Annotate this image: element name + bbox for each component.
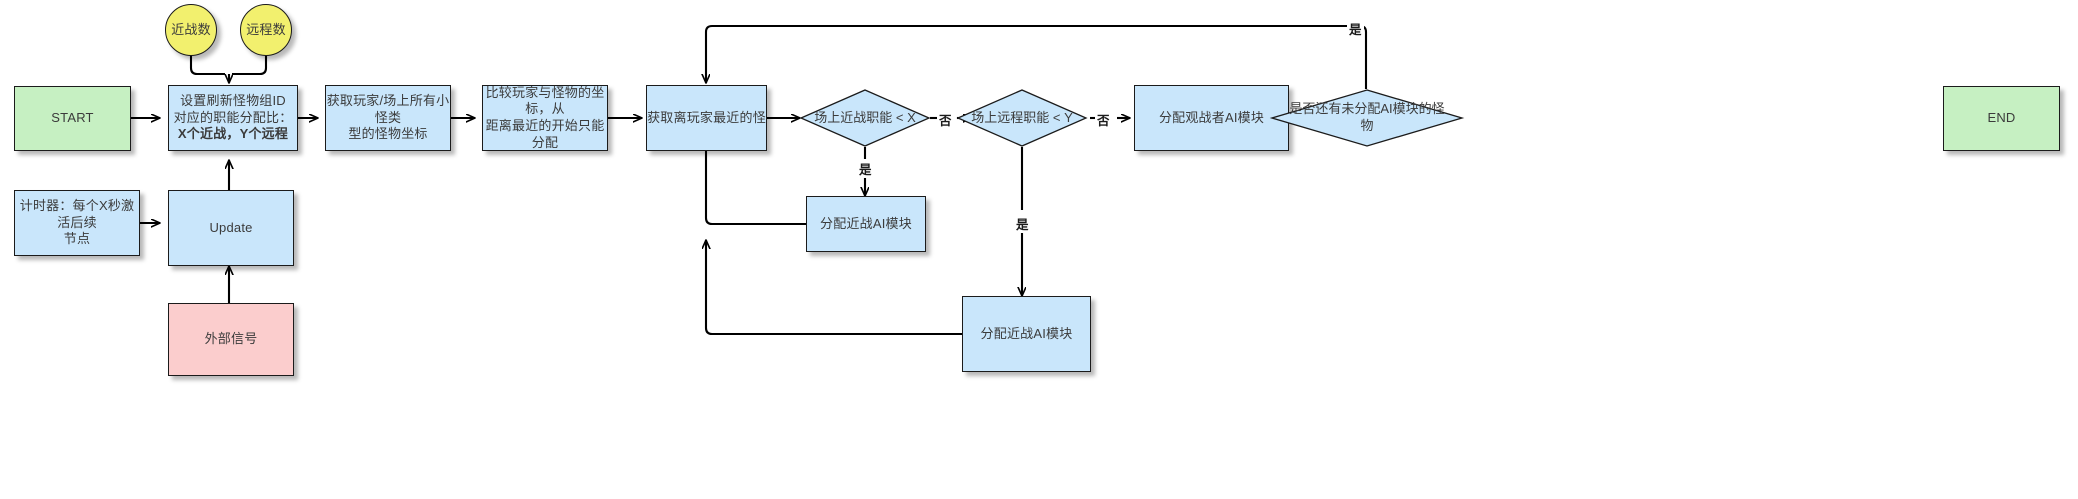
node-check-ranged[interactable]: 场上远程职能 < Y	[956, 89, 1088, 147]
node-assign-melee-lower[interactable]: 分配近战AI模块	[962, 296, 1091, 372]
node-timer[interactable]: 计时器：每个X秒激活后续 节点	[14, 190, 140, 256]
node-set-ratio-line1: 设置刷新怪物组ID	[180, 93, 286, 109]
node-ranged-count[interactable]: 远程数	[240, 4, 292, 56]
node-ranged-count-label: 远程数	[246, 21, 286, 37]
node-external-signal[interactable]: 外部信号	[168, 303, 294, 376]
node-get-coords[interactable]: 获取玩家/场上所有小怪类 型的怪物坐标	[325, 85, 451, 151]
node-set-ratio-line3: X个近战，Y个远程	[177, 126, 289, 142]
edge-label-melee-yes: 是	[857, 159, 874, 178]
node-check-remaining[interactable]: 是否还有未分配AI模块的怪 物	[1269, 89, 1465, 147]
node-start-label: START	[51, 110, 94, 126]
node-assign-spectator[interactable]: 分配观战者AI模块	[1134, 85, 1289, 151]
edge-label-ranged-yes: 是	[1014, 214, 1031, 233]
wire-assign-melee-lower-loopback	[706, 240, 962, 336]
node-set-ratio-text: 设置刷新怪物组ID 对应的职能分配比： X个近战，Y个远程	[174, 93, 293, 143]
node-get-coords-line2: 型的怪物坐标	[348, 126, 428, 142]
node-compare-coords-line1: 比较玩家与怪物的坐标，从	[485, 84, 605, 117]
node-assign-melee-upper-label: 分配近战AI模块	[820, 215, 912, 231]
node-assign-melee-lower-label: 分配近战AI模块	[980, 325, 1073, 341]
edge-label-melee-no: 否	[937, 110, 954, 129]
node-compare-coords-line2: 距离最近的开始只能分配	[485, 118, 605, 150]
node-timer-line1: 计时器：每个X秒激活后续	[19, 198, 135, 230]
node-check-melee[interactable]: 场上近战职能 < X	[799, 89, 931, 147]
node-timer-line2: 节点	[63, 231, 91, 247]
node-compare-coords-text: 比较玩家与怪物的坐标，从 距离最近的开始只能分配	[483, 85, 607, 152]
node-set-ratio-line2: 对应的职能分配比：	[173, 109, 293, 125]
edge-label-loop-yes: 是	[1347, 19, 1364, 38]
node-compare-coords[interactable]: 比较玩家与怪物的坐标，从 距离最近的开始只能分配	[482, 85, 608, 151]
node-get-coords-line1: 获取玩家/场上所有小怪类	[326, 93, 450, 125]
node-melee-count-label: 近战数	[171, 21, 211, 37]
node-nearest-monster[interactable]: 获取离玩家最近的怪	[646, 85, 767, 151]
node-end[interactable]: END	[1943, 86, 2060, 151]
node-nearest-monster-label: 获取离玩家最近的怪	[647, 109, 766, 125]
node-melee-count[interactable]: 近战数	[165, 4, 217, 56]
edge-label-ranged-no: 否	[1095, 110, 1112, 129]
node-assign-melee-upper[interactable]: 分配近战AI模块	[806, 196, 926, 252]
node-set-ratio[interactable]: 设置刷新怪物组ID 对应的职能分配比： X个近战，Y个远程	[168, 85, 298, 151]
node-assign-spectator-label: 分配观战者AI模块	[1158, 109, 1265, 125]
node-end-label: END	[1987, 110, 2016, 126]
node-update[interactable]: Update	[168, 190, 294, 266]
node-update-label: Update	[209, 219, 253, 235]
node-external-signal-label: 外部信号	[204, 331, 258, 347]
wire-check-remaining-yes-loopback	[706, 24, 1368, 89]
node-get-coords-text: 获取玩家/场上所有小怪类 型的怪物坐标	[326, 93, 450, 143]
node-timer-text: 计时器：每个X秒激活后续 节点	[15, 198, 139, 248]
node-start[interactable]: START	[14, 86, 131, 151]
